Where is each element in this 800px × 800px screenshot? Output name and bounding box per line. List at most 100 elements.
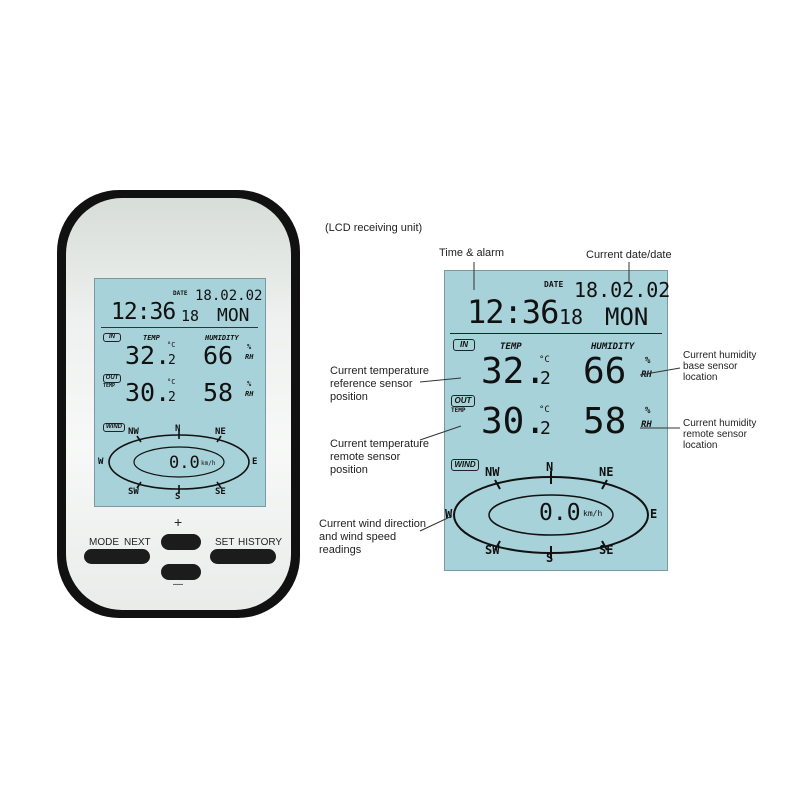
caption: (LCD receiving unit) [325,222,423,234]
small-temp-out-unit: °C [167,378,176,386]
large-divider [450,333,662,334]
callout-temp-remote-line2: remote sensor [330,451,401,463]
callout-humidity-remote: Current humidity remote sensor location [683,418,756,451]
callout-current-date: Current date/date [586,249,672,261]
callout-humidity-base-line3: location [683,372,718,383]
large-compass-ne: NE [599,465,614,479]
callout-temp-remote-line3: position [330,464,368,476]
small-divider [101,327,258,328]
set-history-button[interactable] [210,549,276,564]
large-hum-in: 66 [583,351,627,392]
small-wind-unit: km/h [201,460,216,467]
large-seconds-value: 18 [559,305,584,329]
small-wind-badge: WIND [103,423,125,432]
callout-humidity-remote-line2: remote sensor [683,429,747,440]
callout-temp-reference-line3: position [330,391,368,403]
large-weekday-value: MON [605,303,649,331]
large-lcd-screen: DATE 18.02.02 12:36 18 MON IN TEMP HUMID… [444,270,671,571]
large-hum-out-rh: RH [641,420,652,430]
callout-wind-line1: Current wind direction [319,518,426,530]
callout-temp-remote-line1: Current temperature [330,438,430,450]
large-compass-sw: SW [485,543,500,557]
large-compass-se: SE [599,543,614,557]
small-temp-out: 30. [125,378,171,407]
large-wind-speed: 0.0 [539,500,581,526]
large-out-sub: TEMP [451,407,466,414]
small-compass-ellipses [108,430,250,494]
callout-humidity-base-line1: Current humidity [683,350,757,361]
large-compass-s: S [546,551,554,565]
small-date-value: 18.02.02 [195,288,263,304]
small-compass-w: W [98,457,104,467]
small-hum-out: 58 [203,378,234,407]
small-temp-in-unit: °C [167,341,176,349]
callout-temp-reference-line1: Current temperature [330,365,430,377]
mode-label: MODE [89,537,119,548]
large-temp-out-unit: °C [539,405,550,415]
large-temp-out: 30. [481,401,547,442]
device-lcd-screen: DATE 18.02.02 12:36 18 MON IN TEMP HUMID… [94,278,266,507]
callout-temp-remote: Current temperature remote sensor positi… [330,438,429,477]
large-temp-header: TEMP [500,342,522,352]
large-wind-badge: WIND [451,459,479,471]
large-compass-nw: NW [485,465,500,479]
small-in-badge: IN [103,333,121,342]
large-hum-in-pct: % [645,356,651,366]
large-humidity-header: HUMIDITY [591,342,635,352]
plus-button[interactable] [161,534,201,550]
small-compass-nw: NW [128,427,139,437]
small-hum-in: 66 [203,341,234,370]
next-label: NEXT [124,537,151,548]
small-compass-e: E [252,457,258,467]
set-label: SET [215,537,235,548]
small-temp-in-decimal: 2 [168,353,176,368]
large-time-value: 12:36 [467,293,559,331]
large-temp-in-decimal: 2 [540,368,551,389]
large-in-badge: IN [453,339,475,351]
small-time-value: 12:36 [111,299,176,325]
small-hum-out-rh: RH [245,390,254,398]
small-out-sub: TEMP [103,383,116,389]
callout-wind: Current wind direction and wind speed re… [319,518,426,557]
small-compass-se: SE [215,487,226,497]
large-compass-e: E [650,507,658,521]
small-wind-speed: 0.0 [169,453,200,473]
large-hum-out-pct: % [645,406,651,416]
plus-label: + [174,514,183,530]
small-hum-in-rh: RH [245,353,254,361]
large-compass-ellipses [453,471,649,559]
callout-temp-reference-line2: reference sensor [330,378,413,390]
large-temp-out-decimal: 2 [540,418,551,439]
small-compass-s: S [175,492,181,502]
callout-time-alarm: Time & alarm [439,247,504,259]
small-compass-ne: NE [215,427,226,437]
large-out-badge: OUT [451,395,475,407]
callout-humidity-base-line2: base sensor [683,361,738,372]
minus-label: — [173,579,183,590]
mode-next-button[interactable] [84,549,150,564]
callout-wind-line3: readings [319,544,362,556]
large-date-value: 18.02.02 [574,278,671,302]
small-weekday-value: MON [217,305,250,326]
minus-button[interactable] [161,564,201,580]
large-compass-n: N [546,460,554,474]
callout-humidity-remote-line3: location [683,440,718,451]
small-temp-in: 32. [125,341,171,370]
small-temp-header: TEMP [143,334,160,342]
large-temp-in-unit: °C [539,355,550,365]
small-humidity-header: HUMIDITY [205,334,239,342]
callout-humidity-base: Current humidity base sensor location [683,350,756,383]
large-hum-out: 58 [583,401,627,442]
small-seconds-value: 18 [181,307,200,325]
large-compass-w: W [445,507,453,521]
small-compass-n: N [175,424,181,434]
large-wind-unit: km/h [583,509,603,518]
callout-humidity-remote-line1: Current humidity [683,418,757,429]
history-label: HISTORY [238,537,283,548]
small-date-label: DATE [173,290,188,297]
small-hum-in-pct: % [247,343,252,351]
small-temp-out-decimal: 2 [168,390,176,405]
large-date-label: DATE [544,280,564,289]
callout-temp-reference: Current temperature reference sensor pos… [330,365,429,404]
